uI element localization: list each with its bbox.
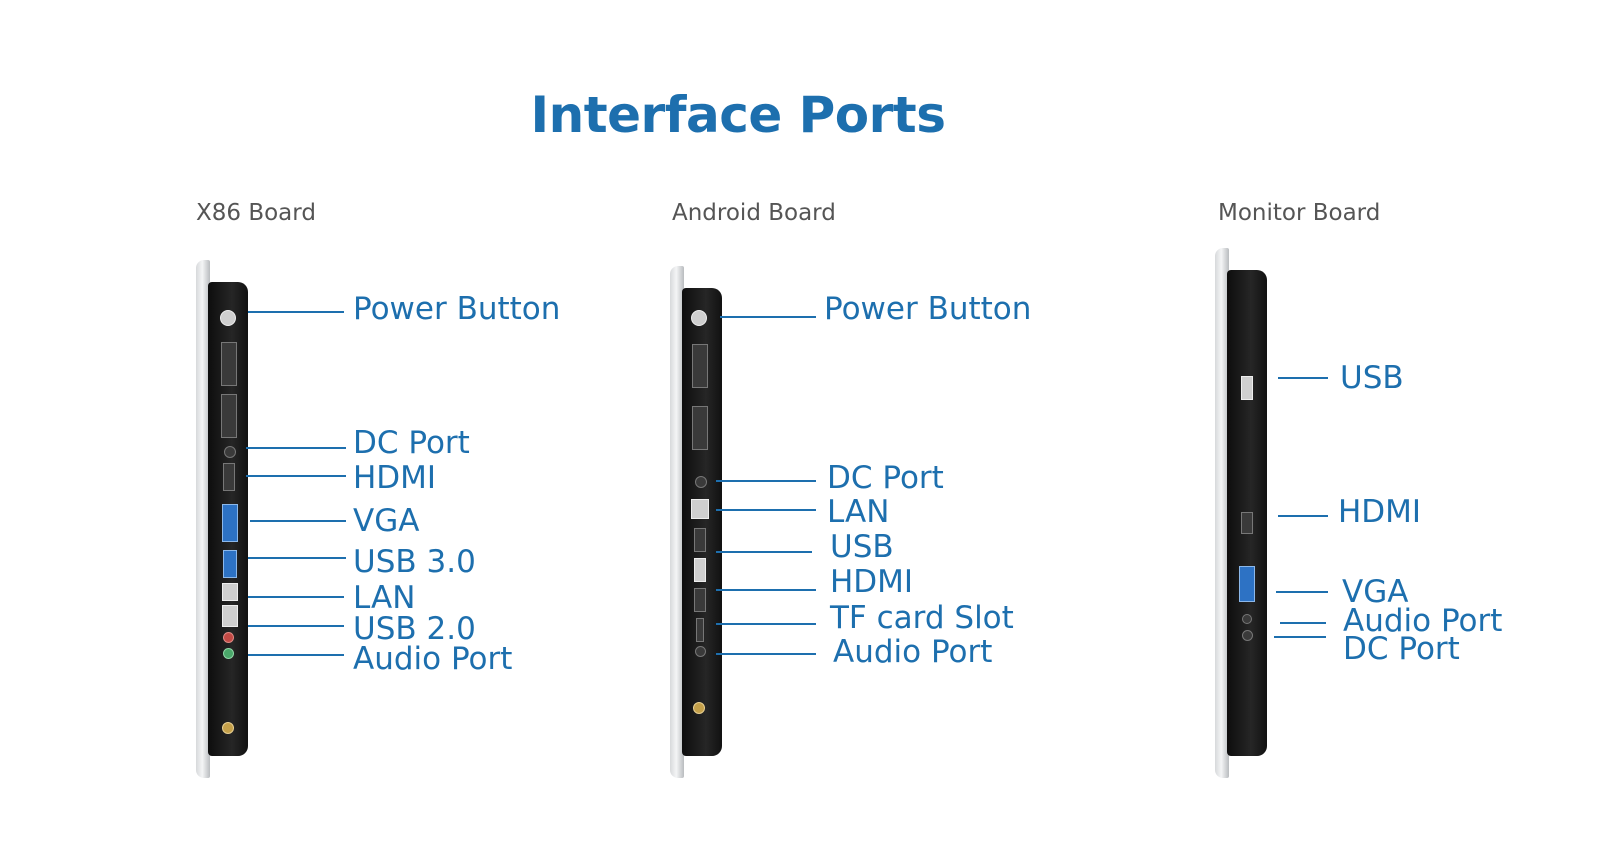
android-label-usb: USB — [830, 529, 894, 565]
page-title: Interface Ports — [530, 86, 946, 144]
usb3-port-icon — [223, 550, 237, 578]
vga-port-icon — [1239, 566, 1255, 602]
board-name-monitor: Monitor Board — [1218, 200, 1381, 226]
lan-port-icon — [691, 499, 709, 519]
tf-card-slot-icon — [696, 618, 704, 642]
usb-port-icon — [1241, 376, 1253, 400]
monitor-board-image — [1215, 248, 1273, 778]
power-button-icon — [220, 310, 236, 326]
antenna-icon — [222, 722, 234, 734]
dc-port-icon — [695, 476, 707, 488]
android-label-hdmi: HDMI — [830, 564, 914, 600]
usb-port-icon — [694, 528, 706, 552]
android-label-lan: LAN — [827, 494, 890, 530]
x86-label-usb2: USB 2.0 — [353, 611, 476, 647]
hdmi-port-icon — [1241, 512, 1253, 534]
antenna-icon — [693, 702, 705, 714]
audio-port-icon — [223, 632, 234, 643]
board-name-x86: X86 Board — [196, 200, 316, 226]
monitor-label-vga: VGA — [1342, 574, 1409, 610]
monitor-label-hdmi: HDMI — [1338, 494, 1422, 530]
audio-port-icon — [695, 646, 706, 657]
x86-label-lan: LAN — [353, 580, 416, 616]
x86-label-power-button: Power Button — [353, 291, 561, 327]
hdmi-port-icon — [694, 588, 706, 612]
android-board-image — [670, 266, 730, 778]
android-label-tf-card-slot: TF card Slot — [830, 600, 1014, 636]
dc-port-icon — [224, 446, 236, 458]
monitor-label-usb: USB — [1340, 360, 1404, 396]
monitor-label-audio-port: Audio Port — [1343, 603, 1503, 639]
usb2-port-icon — [222, 605, 238, 627]
android-label-audio-port: Audio Port — [833, 634, 993, 670]
monitor-label-dc-port: DC Port — [1343, 631, 1460, 667]
android-label-dc-port: DC Port — [827, 460, 944, 496]
x86-label-hdmi: HDMI — [353, 460, 437, 496]
x86-label-dc-port: DC Port — [353, 425, 470, 461]
x86-label-vga: VGA — [353, 503, 420, 539]
android-label-power-button: Power Button — [824, 291, 1032, 327]
x86-label-usb3: USB 3.0 — [353, 544, 476, 580]
lan-port-icon — [222, 583, 238, 601]
vga-port-icon — [222, 504, 238, 542]
board-name-android: Android Board — [672, 200, 836, 226]
hdmi-port-icon — [223, 463, 235, 491]
audio-port-icon — [1242, 614, 1252, 624]
x86-label-audio-port: Audio Port — [353, 641, 513, 677]
dc-port-icon — [1242, 630, 1253, 641]
x86-board-image — [196, 260, 256, 778]
power-button-icon — [691, 310, 707, 326]
